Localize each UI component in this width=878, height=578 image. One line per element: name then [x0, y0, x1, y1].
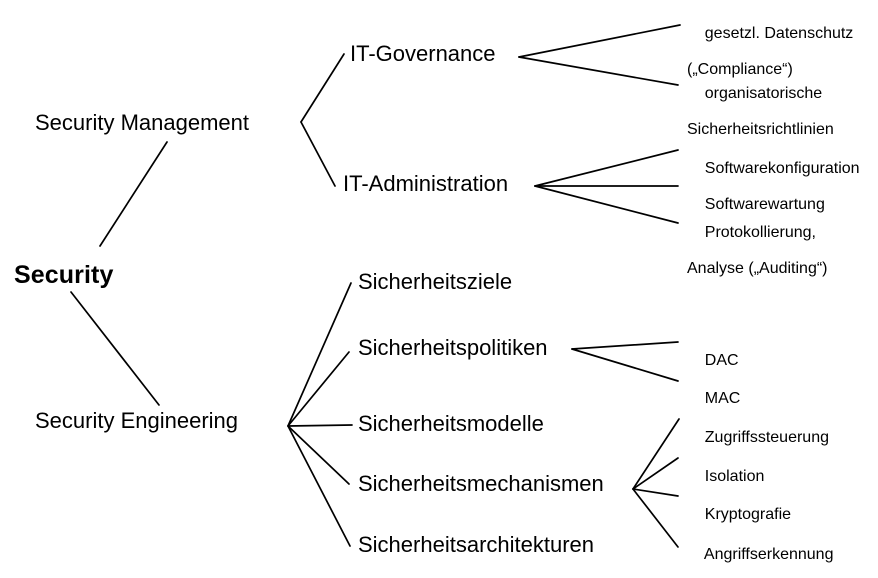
leaf-line-2: Analyse („Auditing“) [687, 260, 828, 277]
leaf-gesetzl-datenschutz[interactable]: gesetzl. Datenschutz („Compliance“) [687, 7, 853, 115]
node-it-administration[interactable]: IT-Administration [343, 171, 509, 196]
edge-sicherheitspolitiken-to-dac [571, 341, 679, 350]
leaf-line-1: Kryptografie [704, 506, 792, 523]
edge-security-engineering-to-sicherheitsmodelle [287, 424, 353, 427]
leaf-line-1: MAC [704, 390, 741, 407]
node-sicherheitsziele[interactable]: Sicherheitsziele [358, 269, 513, 294]
edge-it-governance-to-organisatorische-richtlinien [518, 56, 679, 86]
leaf-line-1: Softwarewartung [704, 196, 825, 213]
edge-security-engineering-to-sicherheitspolitiken [287, 351, 350, 427]
edge-it-governance-to-gesetzl-datenschutz [518, 24, 681, 58]
leaf-mac[interactable]: MAC [687, 372, 741, 426]
edge-sicherheitsmechanismen-to-isolation [632, 457, 679, 490]
edge-security-engineering-to-sicherheitsziele [287, 282, 352, 427]
leaf-softwarekonfiguration[interactable]: Softwarekonfiguration [687, 142, 860, 196]
edge-root-to-security-management [99, 141, 168, 247]
leaf-line-1: Angriffserkennung [703, 546, 834, 563]
leaf-zugriffssteuerung[interactable]: Zugriffssteuerung [687, 411, 829, 465]
node-it-governance[interactable]: IT-Governance [350, 41, 496, 66]
edge-sicherheitspolitiken-to-mac [571, 348, 679, 382]
leaf-line-1: Isolation [704, 468, 765, 485]
leaf-line-1: Softwarekonfiguration [704, 160, 860, 177]
leaf-line-1: gesetzl. Datenschutz [704, 25, 854, 42]
edge-security-engineering-to-sicherheitsmechanismen [287, 425, 350, 485]
leaf-line-1: organisatorische [704, 85, 823, 102]
edge-security-engineering-to-sicherheitsarchitekturen [287, 425, 351, 547]
edge-security-management-to-it-governance [300, 53, 345, 123]
node-security-engineering[interactable]: Security Engineering [35, 408, 239, 433]
leaf-organisatorische-sicherheitsrichtlinien[interactable]: organisatorische Sicherheitsrichtlinien [687, 67, 834, 175]
node-sicherheitspolitiken[interactable]: Sicherheitspolitiken [358, 335, 548, 360]
node-security-management[interactable]: Security Management [35, 110, 249, 135]
leaf-line-1: Zugriffssteuerung [704, 429, 829, 446]
edge-security-management-to-it-administration [300, 121, 336, 187]
leaf-softwarewartung[interactable]: Softwarewartung [687, 178, 825, 232]
node-security-root[interactable]: Security [14, 261, 114, 289]
leaf-dac[interactable]: DAC [687, 334, 739, 388]
edge-root-to-security-engineering [70, 291, 160, 406]
edge-sicherheitsmechanismen-to-zugriffssteuerung [632, 418, 680, 490]
leaf-kryptografie[interactable]: Kryptografie [687, 488, 791, 542]
leaf-protokollierung-analyse[interactable]: Protokollierung, Analyse („Auditing“) [687, 206, 828, 314]
leaf-angriffserkennung[interactable]: Angriffserkennung (Intrusion Detection) [687, 528, 834, 578]
leaf-line-2: („Compliance“) [687, 61, 793, 78]
node-sicherheitsmodelle[interactable]: Sicherheitsmodelle [358, 411, 544, 436]
edge-sicherheitsmechanismen-to-angriffserkennung [632, 488, 679, 548]
node-sicherheitsarchitekturen[interactable]: Sicherheitsarchitekturen [358, 532, 595, 557]
leaf-line-2: Sicherheitsrichtlinien [687, 121, 834, 138]
edge-it-administration-to-softwarekonfiguration [534, 149, 679, 187]
leaf-line-1: DAC [704, 352, 739, 369]
leaf-line-1: Protokollierung, [704, 224, 816, 241]
node-sicherheitsmechanismen[interactable]: Sicherheitsmechanismen [358, 471, 604, 496]
edge-it-administration-to-protokollierung [534, 185, 679, 224]
leaf-isolation[interactable]: Isolation [687, 450, 765, 504]
edge-sicherheitsmechanismen-to-kryptografie [632, 488, 679, 497]
